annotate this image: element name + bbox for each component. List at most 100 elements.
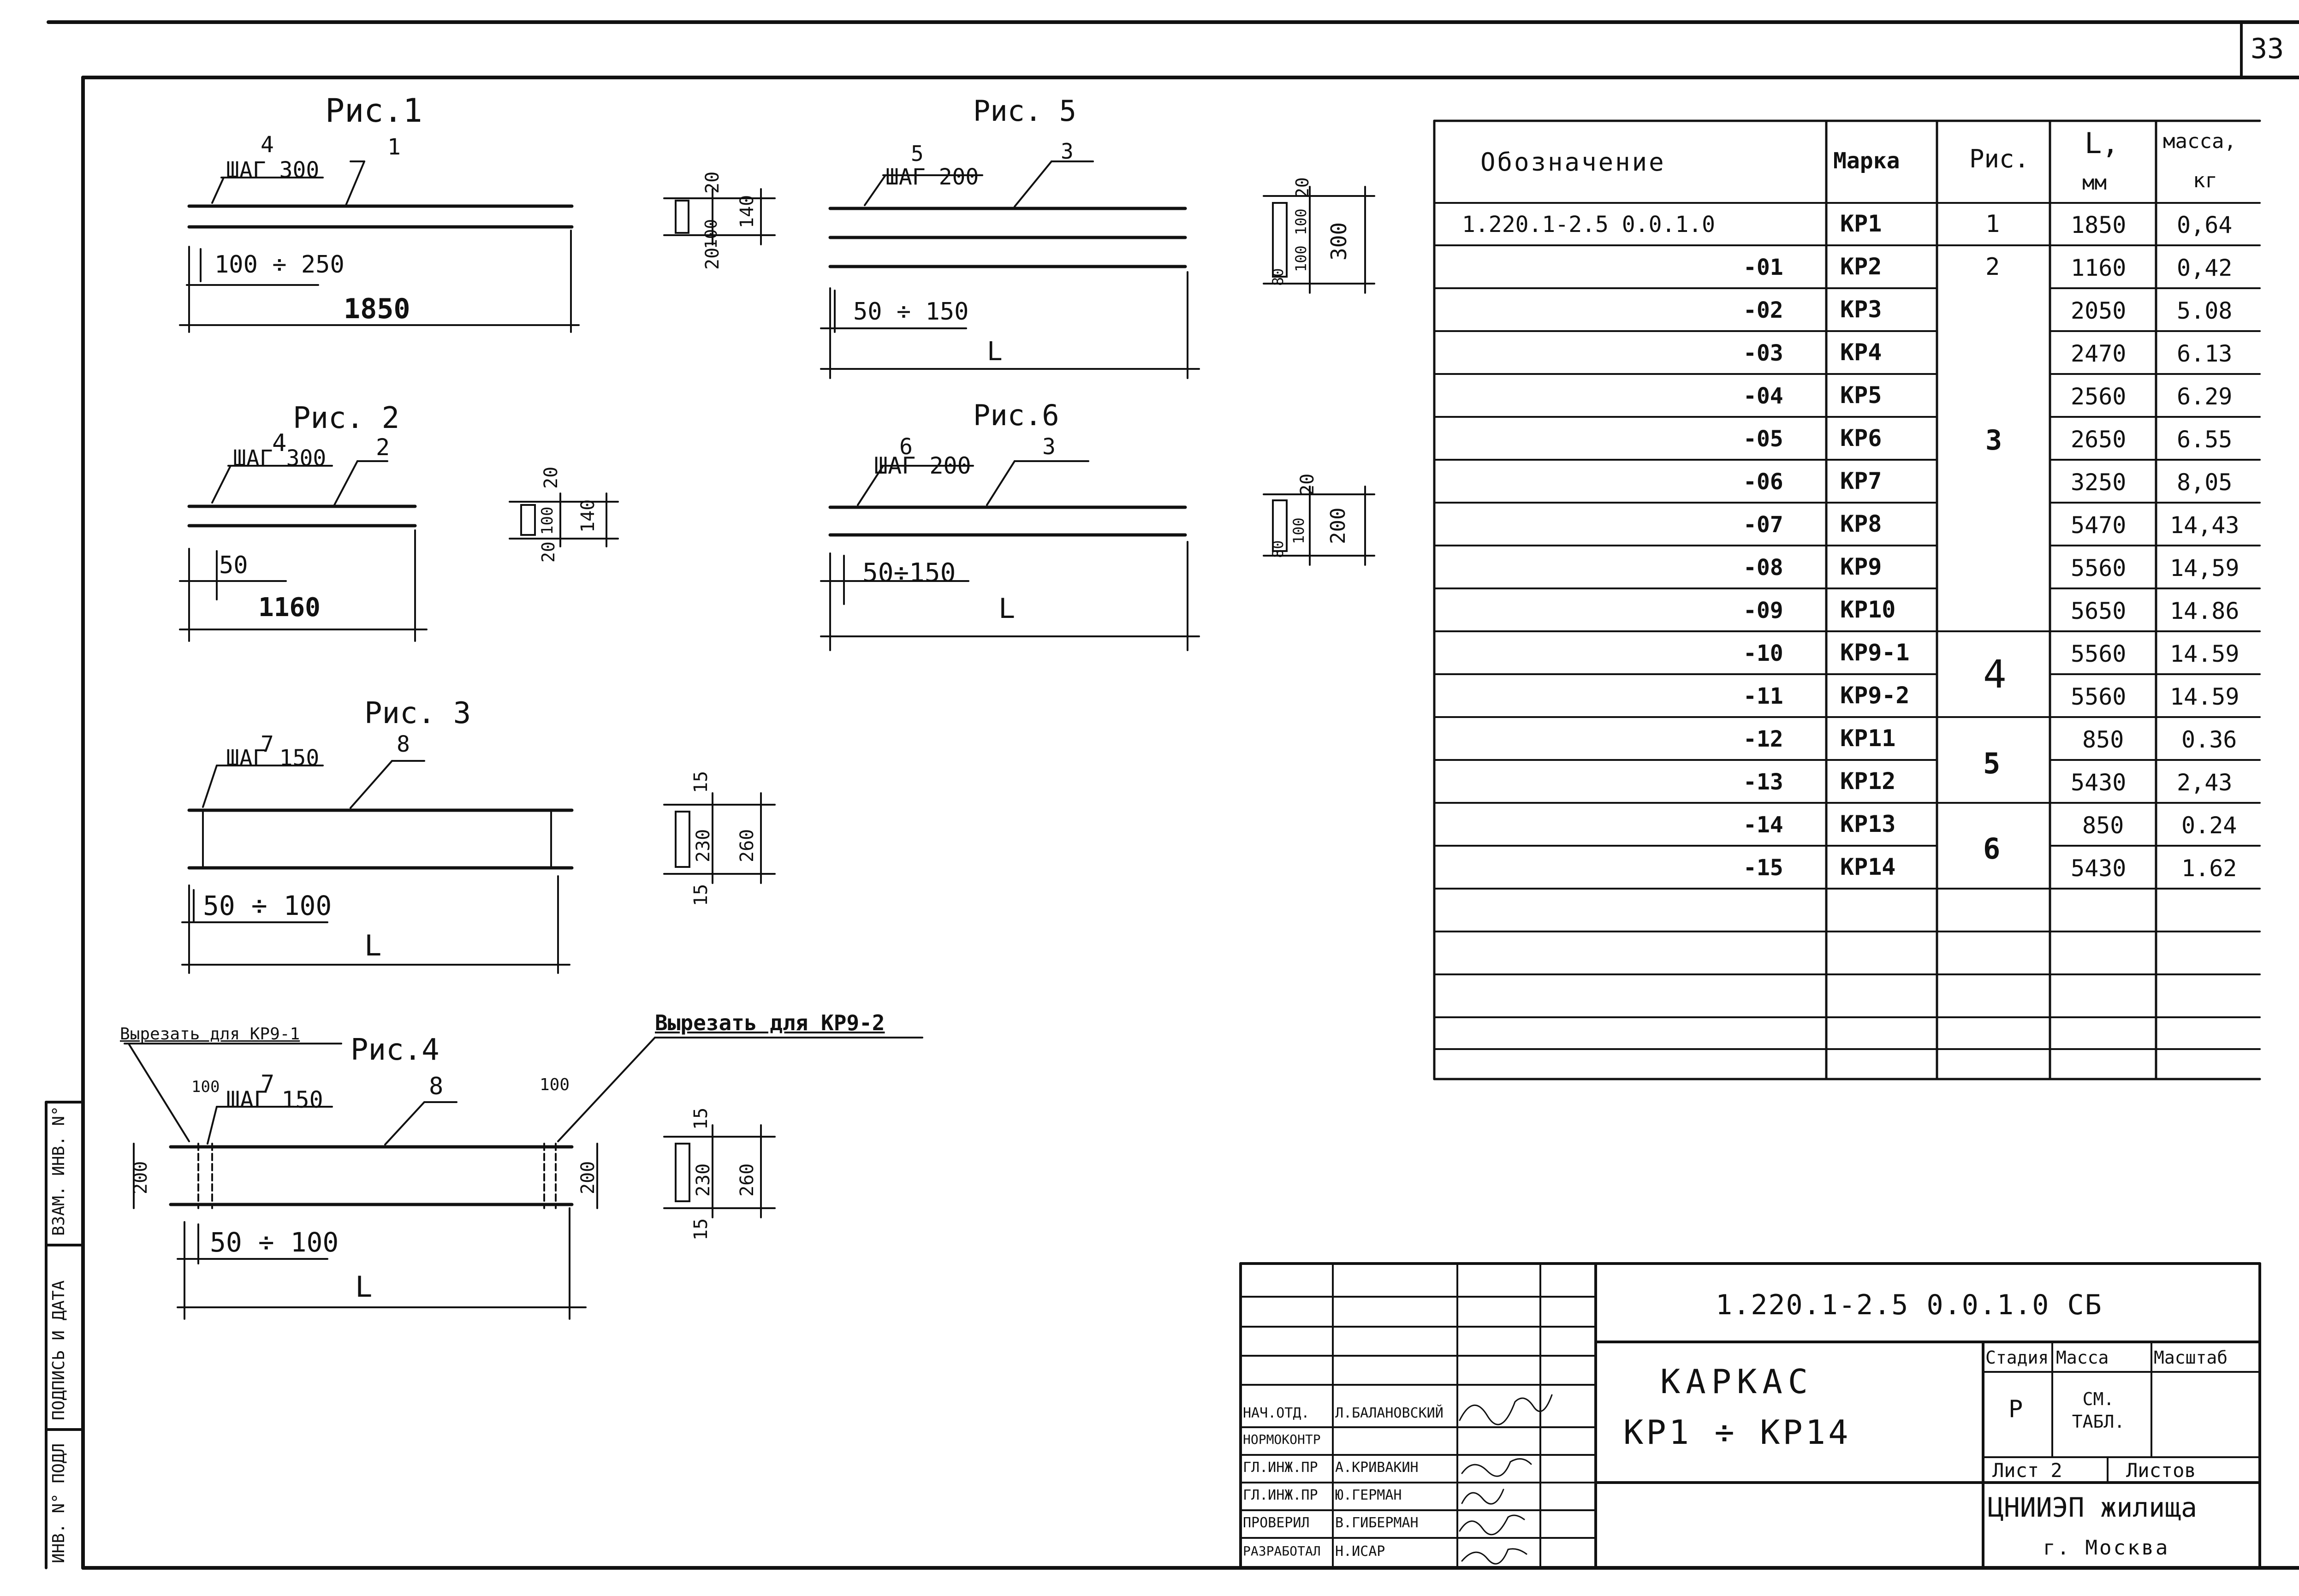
person-name: А.КРИВАКИН (1335, 1460, 1419, 1476)
fig-group-label: 6 (1983, 832, 2001, 866)
edge-dimension: 100 ÷ 250 (214, 251, 345, 279)
row-mark: КР13 (1840, 811, 1896, 837)
row-length: 5430 (2071, 855, 2127, 882)
step-label: ШАГ 200 (885, 164, 979, 190)
fig-group-label: 5 (1983, 747, 2001, 780)
row-mass: 0,64 (2177, 212, 2233, 238)
position-mark: 6 (899, 434, 913, 460)
row-length: 5650 (2071, 598, 2127, 624)
role-label: НОРМОКОНТР (1243, 1432, 1321, 1447)
person-name: В.ГИБЕРМАН (1335, 1515, 1419, 1531)
row-length: 1160 (2071, 255, 2127, 281)
row-designation: -11 (1743, 683, 1783, 709)
role-label: НАЧ.ОТД. (1243, 1405, 1310, 1421)
section-dim: 80 (1269, 268, 1287, 286)
step-label: ШАГ 300 (233, 445, 327, 471)
header-mark: Марка (1833, 148, 1900, 174)
header-mass: масса, (2163, 130, 2236, 153)
fig-group-label: 1 (1985, 210, 2000, 238)
section-dim: 15 (690, 884, 712, 906)
side-stamp-inv: ИНВ. N° ПОДЛ (49, 1443, 68, 1563)
row-mass: 14,59 (2170, 555, 2240, 581)
row-length: 5560 (2071, 641, 2127, 667)
row-length: 5560 (2071, 555, 2127, 581)
document-code: 1.220.1-2.5 0.0.1.0 СБ (1716, 1289, 2103, 1321)
length-dimension: 1160 (258, 593, 321, 623)
section-dim: 230 (693, 1163, 714, 1197)
row-mark: КР2 (1840, 253, 1882, 280)
section-dim: 20 (1297, 473, 1318, 496)
fig-group-label: 2 (1985, 253, 2000, 281)
row-designation: -12 (1743, 726, 1783, 752)
role-label: ГЛ.ИНЖ.ПР (1243, 1487, 1318, 1503)
row-mark: КР4 (1840, 339, 1882, 366)
section-dim: 20 (541, 466, 562, 489)
cut-note-left: Вырезать для КР9-1 (120, 1025, 300, 1044)
header-mass-unit: кг (2193, 169, 2217, 192)
row-designation: -07 (1743, 512, 1783, 538)
edge-dimension: 50 ÷ 150 (853, 298, 969, 326)
gap-dim: 100 (540, 1075, 570, 1094)
position-mark: 5 (911, 141, 924, 166)
row-mark: КР12 (1840, 768, 1896, 795)
row-designation: -01 (1743, 255, 1783, 280)
row-mass: 6.55 (2177, 426, 2233, 453)
section-dim: 20 (702, 247, 723, 270)
person-name: Ю.ГЕРМАН (1335, 1487, 1402, 1503)
stage-label: Стадия (1985, 1347, 2049, 1368)
row-mark: КР9-1 (1840, 639, 1910, 666)
row-mass: 6.29 (2177, 383, 2233, 410)
row-length: 1850 (2071, 212, 2127, 238)
row-mass: 14,43 (2170, 512, 2240, 539)
section-dim: 100 (538, 506, 557, 535)
organization: ЦНИИЭП жилища (1988, 1492, 2197, 1523)
edge-dimension: 50 (219, 552, 248, 579)
section-dim: 80 (1269, 540, 1287, 558)
row-mark: КР14 (1840, 854, 1896, 880)
row-designation: -04 (1743, 383, 1783, 409)
row-length: 5430 (2071, 769, 2127, 796)
section-dim: 200 (1326, 507, 1350, 544)
row-mark: КР5 (1840, 382, 1882, 409)
drawing-name-range: КР1 ÷ КР14 (1623, 1413, 1851, 1452)
row-mass: 8,05 (2177, 469, 2233, 496)
row-designation: 1.220.1-2.5 0.0.1.0 (1462, 212, 1716, 237)
position-mark: 8 (429, 1073, 444, 1100)
section-dim: 260 (737, 1163, 758, 1197)
row-length: 5470 (2071, 512, 2127, 539)
role-label: ПРОВЕРИЛ (1243, 1515, 1310, 1531)
position-mark: 1 (387, 134, 401, 160)
person-name: Н.ИСАР (1335, 1543, 1385, 1560)
section-dim: 20 (538, 541, 558, 563)
row-mark: КР8 (1840, 510, 1882, 537)
end-dim: 200 (130, 1161, 151, 1194)
position-mark: 3 (1061, 139, 1074, 164)
position-mark: 4 (261, 132, 274, 158)
section-dim: 100 (702, 219, 721, 249)
page-number: 33 (2251, 33, 2284, 65)
role-label: ГЛ.ИНЖ.ПР (1243, 1460, 1318, 1476)
gap-dim: 100 (191, 1078, 220, 1096)
row-designation: -05 (1743, 426, 1783, 452)
row-mass: 14.59 (2170, 641, 2240, 667)
row-designation: -03 (1743, 340, 1783, 366)
section-dim: 20 (702, 171, 723, 194)
row-designation: -10 (1743, 641, 1783, 666)
role-label: РАЗРАБОТАЛ (1243, 1543, 1321, 1559)
section-dim: 15 (690, 1218, 712, 1240)
fig-group-label: 3 (1985, 424, 2002, 457)
row-mark: КР11 (1840, 725, 1896, 752)
length-dimension: 1850 (344, 293, 410, 325)
side-stamp-vzam: ВЗАМ. ИНВ. N° (49, 1106, 68, 1236)
side-stamp-podp: ПОДПИСЬ И ДАТА (49, 1280, 68, 1420)
row-mark: КР9 (1840, 553, 1882, 580)
header-length: L, (2085, 126, 2119, 160)
row-mass: 0.36 (2181, 726, 2237, 753)
length-dimension: L (987, 337, 1003, 367)
row-mass: 14.86 (2170, 598, 2240, 624)
position-mark: 4 (272, 429, 287, 457)
scale-label: Масштаб (2154, 1347, 2228, 1368)
edge-dimension: 50 ÷ 100 (203, 890, 332, 921)
step-label: ШАГ 150 (226, 1086, 323, 1113)
sheets-count: Листов (2126, 1459, 2196, 1482)
